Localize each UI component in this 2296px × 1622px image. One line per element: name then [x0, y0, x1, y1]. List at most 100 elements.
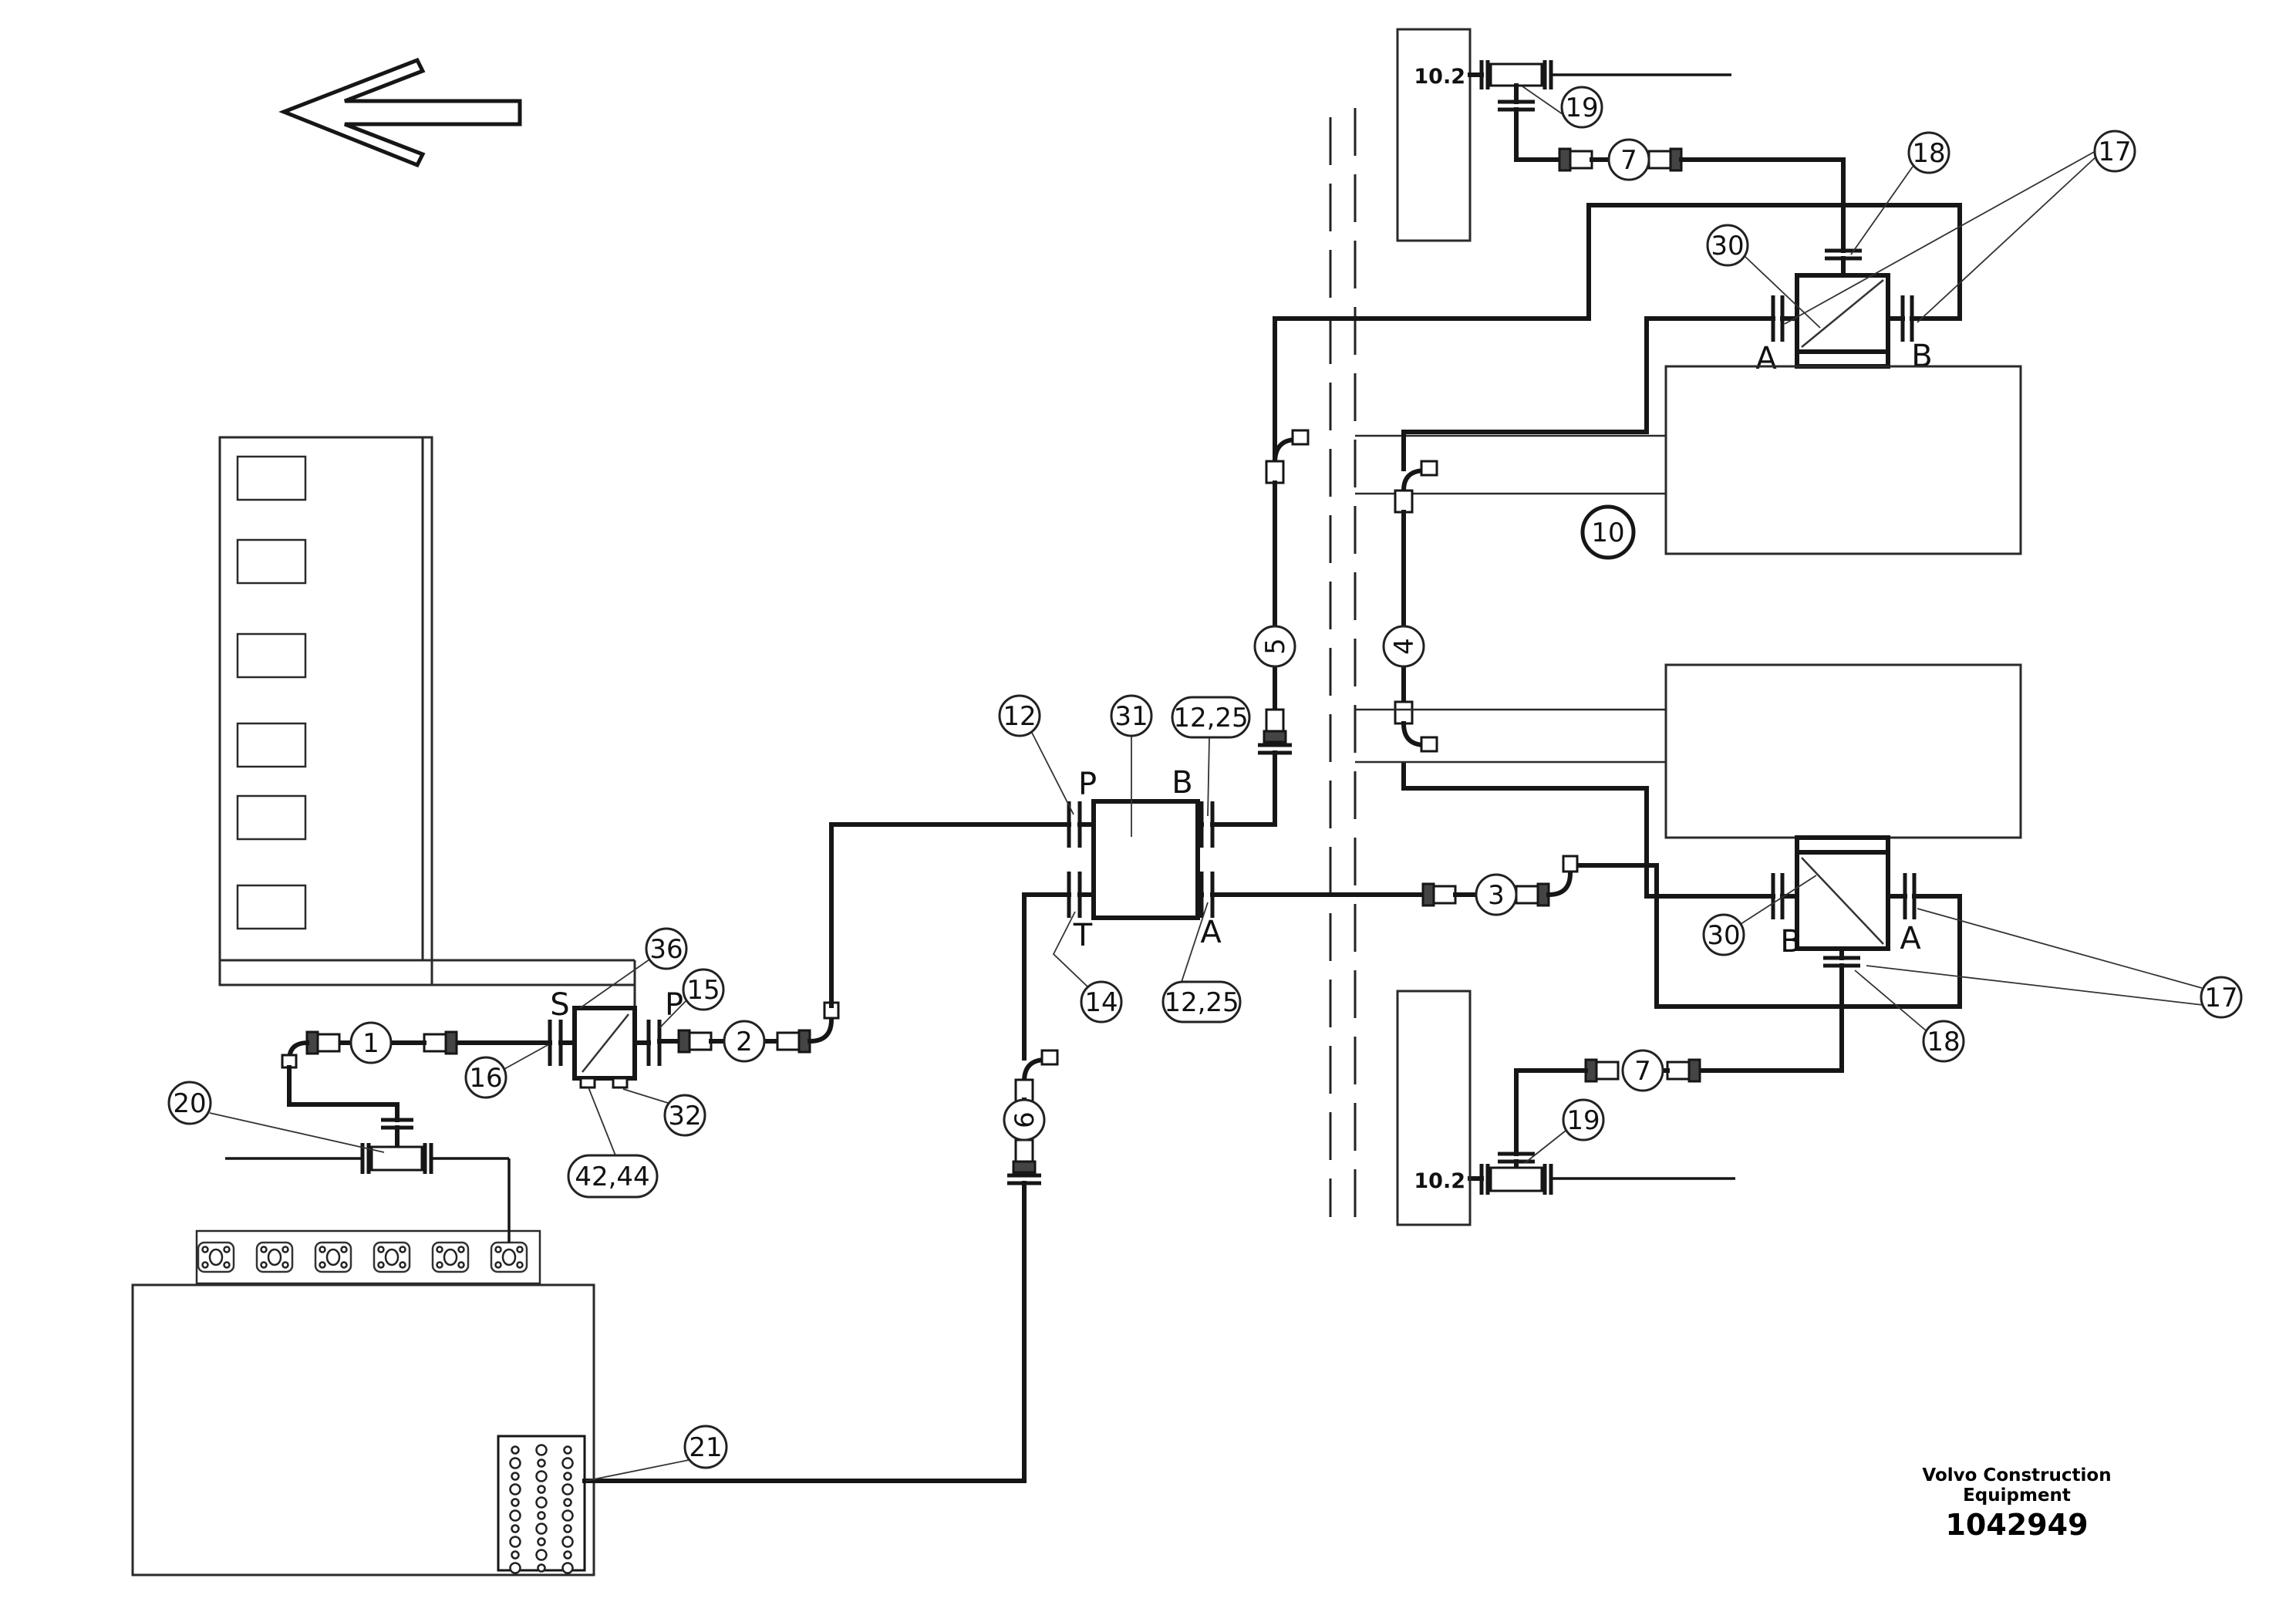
callout-19-lower: 19	[1562, 1098, 1605, 1141]
panel-port-dot	[561, 1509, 574, 1522]
steering-valve-assembly: P B T A	[1067, 765, 1222, 953]
flange-plate	[431, 1241, 470, 1273]
panel-port-dot	[561, 1483, 574, 1496]
pilot-valve-assembly: S P	[548, 987, 683, 1089]
callout-30-upper: 30	[1706, 224, 1749, 267]
callout-18-upper: 18	[1907, 131, 1950, 174]
callout-42-44-label: 42,44	[575, 1162, 649, 1192]
panel-port-dot	[563, 1445, 572, 1455]
upper-manifold-label: 10.2	[1414, 65, 1465, 89]
callout-30-upper-label: 30	[1711, 231, 1744, 261]
left-frame-box	[218, 436, 636, 1008]
panel-port-dot	[509, 1509, 521, 1522]
callout-14: 14	[1080, 980, 1123, 1023]
hose-7-upper	[1514, 147, 1862, 278]
callout-16-label: 16	[469, 1063, 502, 1094]
panel-port-dot	[535, 1470, 548, 1482]
drawing-number: 1042949	[1945, 1508, 2088, 1542]
callout-42-44: 42,44	[567, 1154, 659, 1199]
callout-21-label: 21	[689, 1432, 722, 1463]
lower-cylinder-body	[1355, 663, 2022, 839]
callout-30-lower: 30	[1702, 913, 1745, 956]
center-port-t-label: T	[1073, 918, 1093, 953]
callout-36: 36	[645, 927, 688, 970]
callout-12-25-top: 12,25	[1171, 696, 1251, 739]
callout-32-label: 32	[668, 1101, 701, 1131]
callout-17-upper-label: 17	[2098, 137, 2131, 167]
callout-32: 32	[663, 1094, 706, 1137]
panel-port-dot	[561, 1457, 574, 1469]
callout-7-upper: 7	[1607, 138, 1650, 181]
callout-4: 4	[1382, 625, 1425, 668]
callout-31: 31	[1110, 694, 1153, 737]
upper-manifold-box: 10.2	[1396, 28, 1472, 242]
callout-15-label: 15	[686, 975, 720, 1006]
frame-box-windows	[236, 455, 307, 930]
callout-30-lower-label: 30	[1707, 920, 1740, 951]
callout-19-lower-label: 19	[1566, 1105, 1600, 1136]
panel-port-dot	[561, 1562, 574, 1574]
callout-20-label: 20	[173, 1088, 206, 1119]
hose-3	[1421, 855, 1579, 907]
callout-10-label: 10	[1591, 518, 1624, 548]
upper-cylinder-body	[1355, 365, 2022, 555]
center-port-a-label: A	[1200, 915, 1222, 950]
panel-port-dot	[509, 1457, 521, 1469]
pilot-port-s-label: S	[550, 987, 569, 1023]
line-b-upper-loop	[1210, 203, 1962, 827]
callout-16: 16	[464, 1056, 507, 1099]
callout-36-label: 36	[649, 934, 683, 965]
panel-port-dot	[535, 1496, 548, 1509]
hose-5	[1258, 429, 1310, 755]
callout-6: 6	[1003, 1098, 1046, 1141]
callout-12-25-bottom-label: 12,25	[1164, 987, 1239, 1018]
upper-cylinder-valve: A B	[1755, 273, 1933, 376]
panel-port-dot	[511, 1498, 520, 1507]
callout-31-label: 31	[1114, 701, 1148, 732]
hose-2	[657, 822, 1071, 1054]
panel-port-dot	[535, 1444, 548, 1456]
callout-17-upper: 17	[2093, 130, 2136, 173]
line-t-return	[582, 892, 1071, 1483]
callout-5-label: 5	[1260, 638, 1291, 655]
upper-port-a-label: A	[1755, 341, 1777, 376]
lower-port-b-label: B	[1780, 924, 1801, 959]
upper-port-b-label: B	[1911, 339, 1932, 374]
pilot-port-p-label: P	[665, 987, 683, 1023]
panel-port-dot	[509, 1483, 521, 1496]
callout-10: 10	[1580, 504, 1636, 560]
callout-7-lower-label: 7	[1634, 1056, 1651, 1087]
callout-17-lower-label: 17	[2204, 983, 2237, 1013]
callout-18-lower: 18	[1922, 1020, 1965, 1063]
brand-line1: Volvo Construction	[1922, 1465, 2111, 1485]
callout-12-label: 12	[1003, 701, 1036, 732]
callout-2: 2	[723, 1020, 766, 1063]
callout-19-upper: 19	[1560, 86, 1603, 129]
flange-plates	[197, 1241, 528, 1273]
tee-fitting-20	[225, 1118, 511, 1243]
flange-plate	[197, 1241, 235, 1273]
panel-port-dot	[537, 1511, 546, 1520]
callout-20: 20	[167, 1081, 212, 1125]
panel-port-dot	[511, 1550, 520, 1560]
hose-1	[281, 1030, 552, 1122]
callout-7-upper-label: 7	[1620, 145, 1637, 176]
panel-port-dot	[537, 1458, 546, 1468]
panel-port-dot	[563, 1498, 572, 1507]
pilot-p-flange	[632, 1020, 662, 1066]
panel-port-dot	[537, 1563, 546, 1573]
callout-4-label: 4	[1389, 638, 1420, 655]
callout-12: 12	[998, 694, 1041, 737]
panel-port-dot	[509, 1562, 521, 1574]
tank-box	[131, 1229, 595, 1576]
hose-4	[1394, 460, 1438, 753]
lower-manifold-box: 10.2	[1396, 990, 1472, 1226]
callout-15: 15	[682, 968, 725, 1011]
tee-fitting-19-lower	[1468, 1164, 1735, 1195]
panel-port-dot	[537, 1485, 546, 1494]
connector-panel-dots	[509, 1444, 574, 1574]
callout-3: 3	[1475, 873, 1518, 916]
flange-plate	[373, 1241, 411, 1273]
callout-18-upper-label: 18	[1912, 138, 1945, 169]
